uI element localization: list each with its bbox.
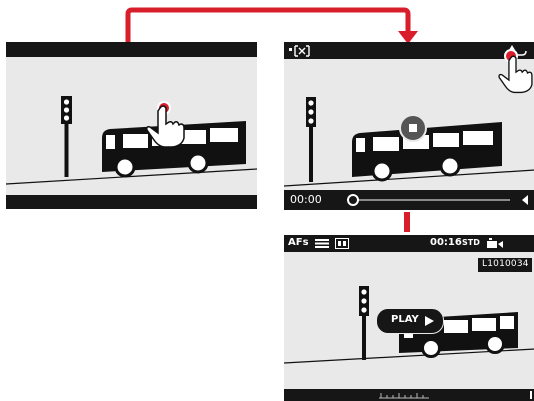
stop-icon [409,124,417,132]
progress-handle[interactable] [347,194,359,206]
play-button[interactable]: PLAY [376,308,444,334]
playback-control-bar: 00:00 [284,190,534,210]
screen-video-review: AFs 00:16 STD L1010034 [284,235,534,401]
play-icon [425,316,434,326]
scene-bus-traffic-light [6,42,257,209]
exposure-scale-icon [379,390,429,400]
hand-pointer-icon [493,48,534,98]
screen-video-playback: 00:00 [284,42,534,210]
bottom-bar [284,389,534,401]
play-button-label: PLAY [391,314,419,325]
battery-edge-indicator [530,391,532,399]
progress-track[interactable] [352,199,510,201]
screen-live-view [6,42,257,209]
playback-time: 00:00 [290,193,322,206]
stop-button[interactable] [399,114,427,142]
speaker-icon[interactable] [520,195,529,205]
hand-pointer-icon [140,100,192,150]
flow-connector [404,212,410,232]
